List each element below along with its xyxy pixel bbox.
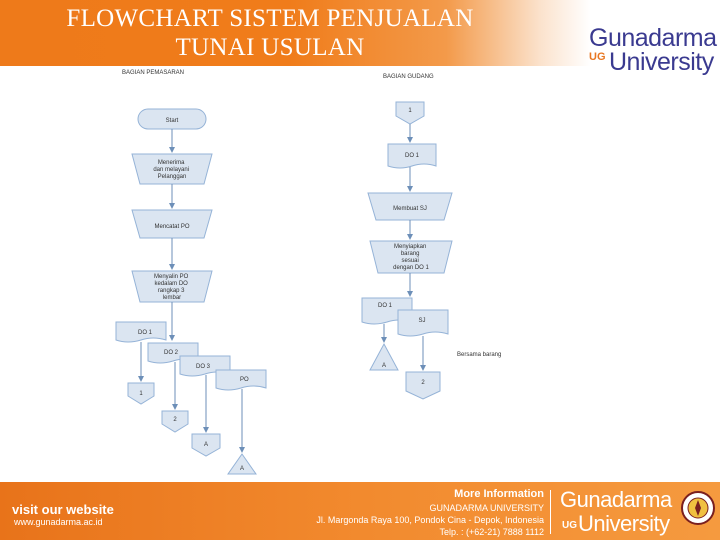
membuat-sj-label: Membuat SJ bbox=[393, 206, 427, 212]
gm2-line-2: barang bbox=[401, 251, 420, 257]
archive-triangle-left bbox=[227, 453, 257, 475]
manual-process-menyiapkan-barang bbox=[369, 240, 453, 274]
m3-line-4: lembar bbox=[163, 295, 181, 301]
document-po bbox=[215, 369, 267, 391]
gm2-line-1: Menyiapkan bbox=[394, 244, 426, 250]
footer-logo-word-gunadarma: Gunadarma bbox=[560, 487, 672, 512]
title-line-1: FLOWCHART SISTEM PENJUALAN bbox=[66, 5, 474, 32]
menyalin-po-label: Menyalin PO kedalam DO rangkap 3 lembar bbox=[154, 274, 190, 301]
offpage-connector-2 bbox=[161, 410, 189, 433]
university-seal-icon bbox=[681, 491, 715, 525]
triangle-a-label-right: A bbox=[382, 363, 386, 369]
document-sj bbox=[397, 309, 449, 337]
do2-label: DO 2 bbox=[164, 350, 179, 356]
title-line-2: TUNAI USULAN bbox=[175, 34, 365, 61]
m3-line-2: kedalam DO bbox=[154, 281, 188, 287]
sj-label: SJ bbox=[418, 318, 425, 324]
university-name: GUNADARMA UNIVERSITY bbox=[429, 503, 544, 513]
logo-ug-mark: UG bbox=[589, 51, 606, 63]
po-label: PO bbox=[240, 377, 249, 383]
start-label: Start bbox=[166, 118, 179, 124]
m1-line-1: Menerima bbox=[158, 160, 185, 166]
manual-process-membuat-sj bbox=[367, 192, 453, 221]
gm2-line-3: sesuai bbox=[401, 258, 418, 264]
document-gudang-do1 bbox=[387, 143, 437, 169]
offpage-connector-g2 bbox=[405, 371, 441, 400]
document-do1 bbox=[115, 321, 167, 343]
g2-label: 2 bbox=[421, 380, 425, 386]
offpage-connector-a bbox=[191, 433, 221, 457]
website-url-link[interactable]: www.gunadarma.ac.id bbox=[14, 517, 103, 527]
university-phone: Telp. : (+62-21) 7888 1112 bbox=[439, 527, 545, 537]
footer-university-logo: Gunadarma UG University bbox=[558, 488, 678, 538]
logo-word-university: University bbox=[609, 48, 714, 76]
flowchart-diagram: BAGIAN PEMASARAN BAGIAN GUDANG Start Men… bbox=[115, 70, 501, 475]
connector-a-label: A bbox=[204, 442, 208, 448]
offpage-connector-g1 bbox=[395, 101, 425, 125]
connector-1-label: 1 bbox=[139, 391, 143, 397]
footer-logo-ug-mark: UG bbox=[562, 520, 577, 531]
lane-label-pemasaran: BAGIAN PEMASARAN bbox=[122, 70, 184, 76]
manual-process-menerima bbox=[131, 153, 213, 185]
lane-label-gudang: BAGIAN GUDANG bbox=[383, 74, 434, 80]
do1-label: DO 1 bbox=[138, 330, 153, 336]
manual-process-mencatat-po bbox=[131, 209, 213, 239]
university-logo: Gunadarma UG University bbox=[585, 24, 720, 76]
m1-line-2: dan melayani bbox=[153, 167, 189, 173]
manual-process-menerima-label: Menerima dan melayani Pelanggan bbox=[153, 160, 190, 180]
footer-bar: visit our website www.gunadarma.ac.id Mo… bbox=[0, 482, 720, 540]
m3-line-1: Menyalin PO bbox=[154, 274, 189, 280]
bersama-barang-label: Bersama barang bbox=[457, 352, 501, 358]
visit-website-label: visit our website bbox=[12, 502, 114, 517]
menyiapkan-barang-label: Menyiapkan barang sesuai dengan DO 1 bbox=[393, 244, 429, 271]
logo-word-gunadarma: Gunadarma bbox=[589, 24, 717, 52]
archive-triangle-right bbox=[369, 342, 399, 371]
gudang-do1-b-label: DO 1 bbox=[378, 303, 393, 309]
gudang-do1-label: DO 1 bbox=[405, 153, 420, 159]
offpage-connector-1 bbox=[127, 382, 155, 405]
footer-logo-word-university: University bbox=[578, 511, 670, 536]
page-title: FLOWCHART SISTEM PENJUALAN TUNAI USULAN bbox=[0, 4, 540, 62]
g1-label: 1 bbox=[408, 108, 412, 114]
do3-label: DO 3 bbox=[196, 364, 211, 370]
header-bar bbox=[0, 0, 720, 66]
university-address: Jl. Margonda Raya 100, Pondok Cina - Dep… bbox=[316, 515, 544, 525]
gm2-line-4: dengan DO 1 bbox=[393, 265, 429, 271]
m3-line-3: rangkap 3 bbox=[158, 288, 185, 294]
more-information-heading: More Information bbox=[454, 488, 544, 500]
footer-divider bbox=[550, 490, 551, 534]
m1-line-3: Pelanggan bbox=[158, 174, 187, 180]
manual-process-menyalin-po bbox=[131, 270, 213, 303]
triangle-a-label-left: A bbox=[240, 466, 244, 472]
mencatat-po-label: Mencatat PO bbox=[154, 224, 189, 230]
connector-2-label: 2 bbox=[173, 417, 177, 423]
